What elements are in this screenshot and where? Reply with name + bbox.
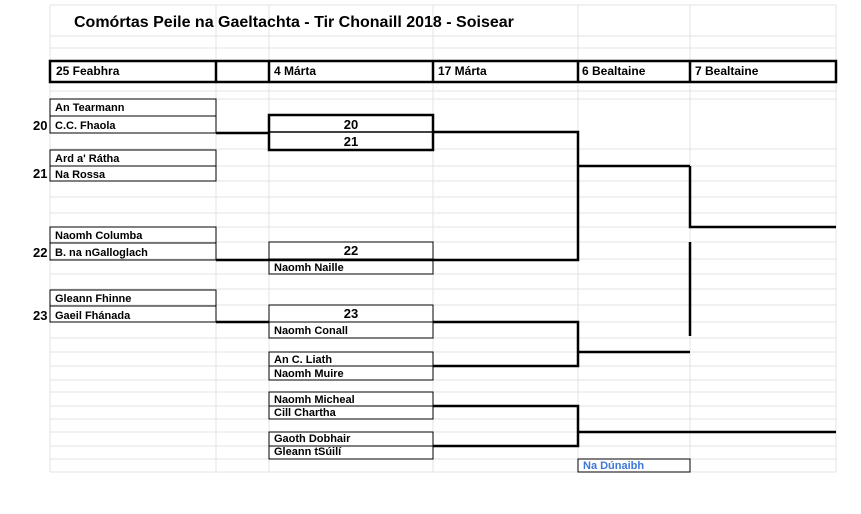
winner-slot-21: 21 (343, 134, 359, 149)
team-gaeil-fhanada: Gaeil Fhánada (55, 310, 131, 322)
team-naomh-naille: Naomh Naille (274, 262, 344, 274)
team-naomh-muire: Naomh Muire (274, 368, 344, 380)
team-b-na-ngalloglach: B. na nGalloglach (55, 247, 148, 259)
page-title: Comórtas Peile na Gaeltachta - Tir Chona… (74, 14, 514, 31)
team-an-c-liath: An C. Liath (274, 354, 333, 366)
team-ard-a-ratha: Ard a' Rátha (55, 153, 120, 165)
match-number-20: 20 (33, 118, 48, 133)
qf-box-22 (268, 241, 434, 275)
team-gleann-tsuili: Gleann tSúilí (274, 446, 342, 458)
team-gleann-fhinne: Gleann Fhinne (55, 293, 132, 305)
team-na-dunaibh: Na Dúnaibh (583, 460, 645, 472)
winner-slot-23: 23 (343, 306, 359, 321)
na-dunaibh-box (577, 458, 691, 473)
match-number-23: 23 (33, 308, 48, 323)
winner-slot-20: 20 (343, 117, 359, 132)
team-naomh-micheal: Naomh Micheal (274, 394, 355, 406)
team-an-tearmann: An Tearmann (55, 102, 125, 114)
match-number-21: 21 (33, 166, 48, 181)
team-naomh-conall: Naomh Conall (274, 325, 348, 337)
winner-slot-22: 22 (343, 243, 359, 258)
team-cc-fhaola: C.C. Fhaola (55, 120, 116, 132)
header-4-marta: 4 Márta (274, 64, 317, 78)
team-naomh-columba: Naomh Columba (55, 230, 143, 242)
header-6-bealtaine: 6 Bealtaine (582, 64, 646, 78)
header-row-border (48, 59, 838, 84)
team-gaoth-dobhair: Gaoth Dobhair (274, 433, 351, 445)
team-cill-chartha: Cill Chartha (274, 407, 336, 419)
match-number-22: 22 (33, 245, 48, 260)
header-7-bealtaine: 7 Bealtaine (695, 64, 759, 78)
header-17-marta: 17 Márta (438, 64, 487, 78)
header-25-feabhra: 25 Feabhra (56, 64, 120, 78)
team-na-rossa: Na Rossa (55, 169, 106, 181)
